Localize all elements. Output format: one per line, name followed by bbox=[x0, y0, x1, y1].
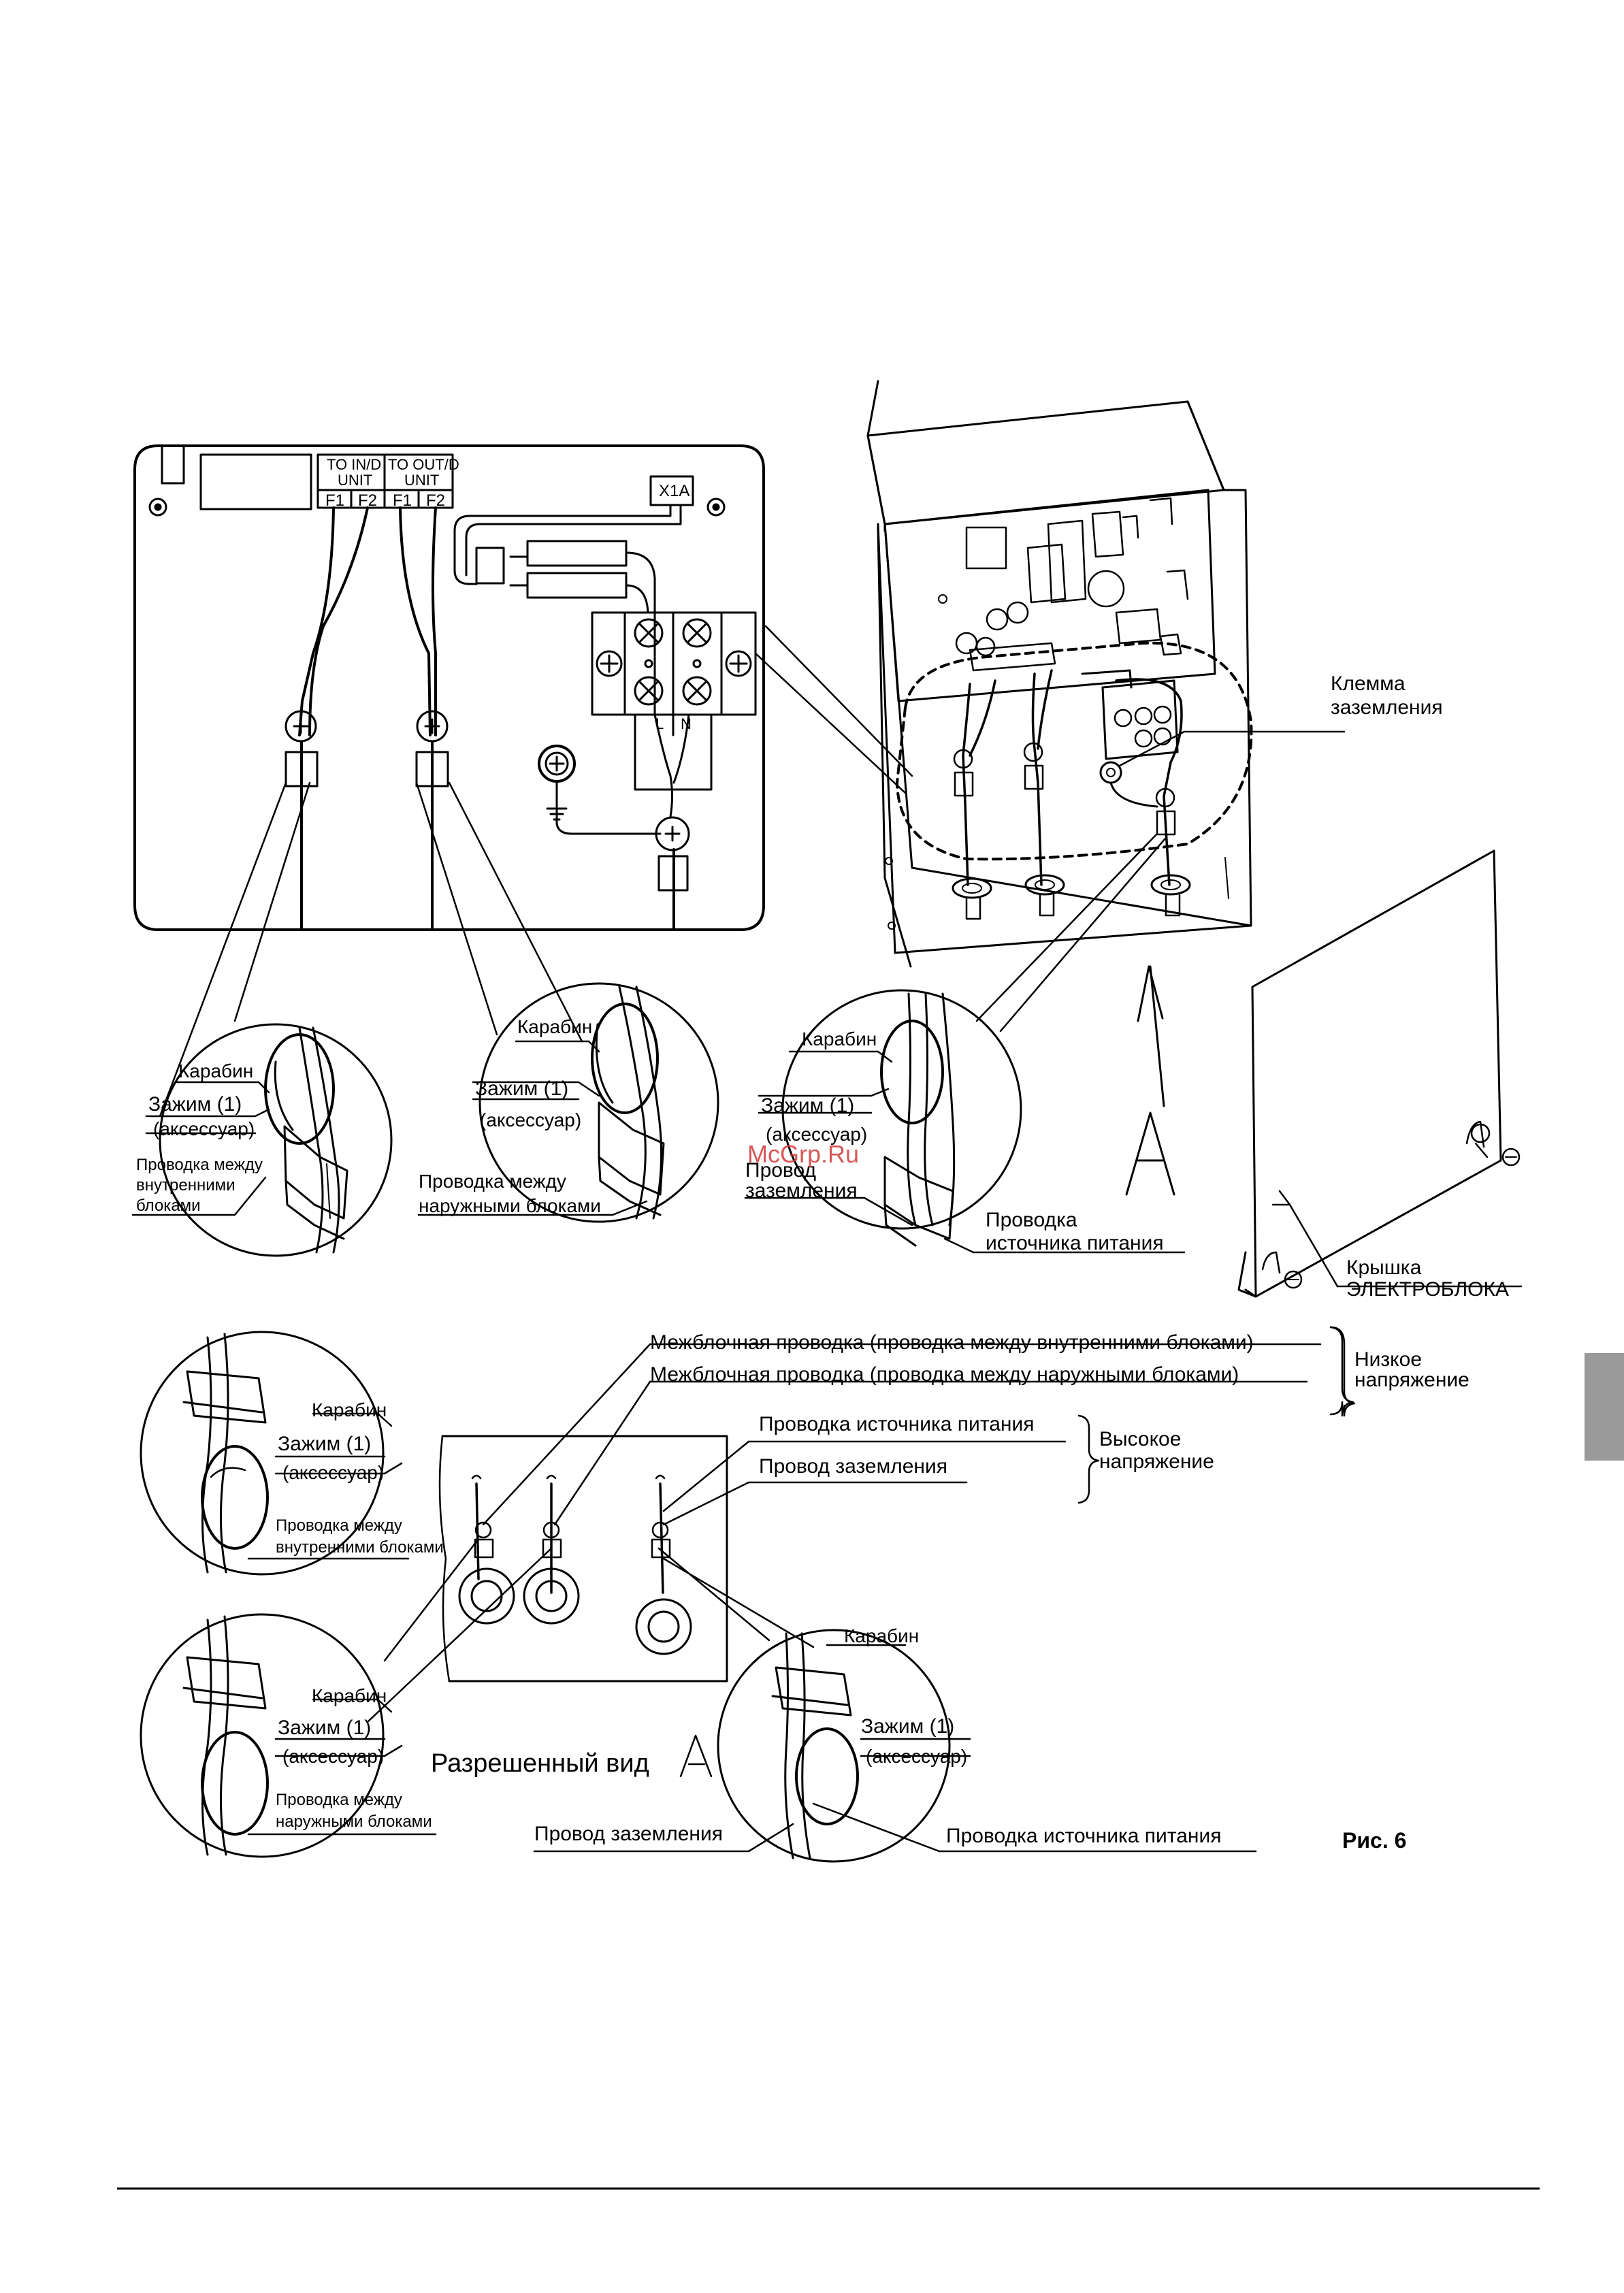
terminal-n: N bbox=[681, 715, 692, 732]
detail-circle-left bbox=[159, 1023, 393, 1257]
terminal-f1-out: F1 bbox=[393, 491, 412, 510]
high-voltage-label-1: Высокое bbox=[1099, 1428, 1182, 1450]
low-voltage-label-2: напряжение bbox=[1354, 1369, 1469, 1391]
terminal-f1-in: F1 bbox=[325, 491, 345, 510]
detail-circle-bottom-right bbox=[717, 1629, 951, 1863]
wiring-label-2: внутренними bbox=[136, 1176, 236, 1194]
view-arrow bbox=[1125, 965, 1175, 1196]
carabiner-label: Карабин bbox=[312, 1399, 387, 1420]
terminal-f2-out: F2 bbox=[426, 491, 446, 510]
accessory-label: (аксессуар) bbox=[282, 1462, 385, 1483]
clamp-label: Зажим (1) bbox=[278, 1717, 372, 1739]
wiring-label-2: внутренними блоками bbox=[276, 1538, 444, 1557]
in-unit-label-1: TO IN/D bbox=[327, 456, 382, 473]
clamp-label: Зажим (1) bbox=[761, 1094, 855, 1117]
high-voltage-label-2: напряжение bbox=[1099, 1450, 1214, 1473]
clamp-label: Зажим (1) bbox=[278, 1433, 372, 1455]
label-underlines bbox=[131, 1040, 1186, 1254]
terminal-board-panel bbox=[133, 444, 765, 931]
footer-rule bbox=[117, 2188, 1540, 2190]
legend-inter-indoor: Межблочная проводка (проводка между внут… bbox=[650, 1331, 1254, 1354]
clamp-label: Зажим (1) bbox=[475, 1077, 569, 1100]
ground-terminal-label-1: Клемма bbox=[1331, 672, 1406, 695]
wiring-label-1: Проводка между bbox=[136, 1156, 263, 1174]
accessory-label: (аксессуар) bbox=[282, 1746, 385, 1767]
ground-wire-label-2: заземления bbox=[745, 1180, 858, 1202]
wiring-label-1: Проводка между bbox=[419, 1171, 566, 1192]
detail-circle-bottom-left-top bbox=[140, 1331, 385, 1576]
section-tab bbox=[1585, 1353, 1624, 1461]
permitted-view-panel bbox=[438, 1435, 728, 1682]
electro-box-cover bbox=[1237, 849, 1523, 1298]
out-unit-label-2: UNIT bbox=[404, 472, 440, 489]
terminal-l: L bbox=[655, 715, 664, 732]
carabiner-label: Карабин bbox=[312, 1685, 387, 1706]
indoor-unit-body bbox=[866, 380, 1346, 1032]
cover-label-2: ЭЛЕКТРОБЛОКА bbox=[1346, 1278, 1509, 1301]
ground-terminal-label-2: заземления bbox=[1331, 696, 1443, 719]
power-wiring-label-1: Проводка bbox=[986, 1209, 1077, 1231]
carabiner-label: Карабин bbox=[844, 1625, 920, 1646]
legend-power-supply: Проводка источника питания bbox=[759, 1413, 1035, 1435]
wiring-label-1: Проводка между bbox=[276, 1791, 402, 1809]
legend-inter-outdoor: Межблочная проводка (проводка между нару… bbox=[650, 1363, 1239, 1386]
ground-wire-label-1: Провод bbox=[745, 1159, 817, 1182]
carabiner-label: Карабин bbox=[178, 1060, 254, 1082]
detail-circle-bottom-left-bottom bbox=[140, 1613, 385, 1858]
legend-leaders bbox=[482, 1326, 1356, 1526]
wiring-label-2: наружными блоками bbox=[276, 1812, 432, 1831]
watermark: McGrp.Ru bbox=[747, 1140, 860, 1168]
carabiner-label: Карабин bbox=[517, 1016, 593, 1037]
terminal-f2-in: F2 bbox=[358, 491, 378, 510]
out-unit-label-1: TO OUT/D bbox=[388, 456, 459, 473]
power-wiring-label-2: источника питания bbox=[986, 1232, 1164, 1254]
callout-leaders-top bbox=[159, 625, 913, 1118]
wiring-label-3: блоками bbox=[136, 1197, 201, 1215]
clamp-label: Зажим (1) bbox=[148, 1093, 242, 1116]
view-power-supply-label: Проводка источника питания bbox=[946, 1825, 1222, 1847]
bottom-leaders bbox=[247, 1412, 1257, 1853]
accessory-label: (аксессуар) bbox=[153, 1118, 255, 1139]
detail-circle-middle bbox=[478, 982, 719, 1223]
accessory-label: (аксессуар) bbox=[766, 1124, 868, 1145]
in-unit-label-2: UNIT bbox=[338, 472, 373, 489]
detail-circle-right bbox=[781, 989, 1022, 1247]
wiring-label-1: Проводка между bbox=[276, 1516, 402, 1535]
carabiner-label: Карабин bbox=[802, 1028, 877, 1050]
low-voltage-label-1: Низкое bbox=[1354, 1348, 1423, 1371]
view-ground-wire-label: Провод заземления bbox=[534, 1823, 723, 1845]
permitted-view-title: Разрешенный вид bbox=[431, 1749, 649, 1778]
accessory-label: (аксессуар) bbox=[480, 1109, 582, 1131]
connector-x1a: X1A bbox=[659, 482, 690, 500]
cover-label-1: Крышка bbox=[1346, 1256, 1422, 1279]
figure-caption: Рис. 6 bbox=[1342, 1828, 1407, 1853]
clamp-label: Зажим (1) bbox=[861, 1715, 955, 1738]
wiring-label-2: наружными блоками bbox=[419, 1195, 601, 1216]
legend-ground-wire: Провод заземления bbox=[759, 1455, 947, 1478]
accessory-label: (аксессуар) bbox=[866, 1746, 968, 1767]
